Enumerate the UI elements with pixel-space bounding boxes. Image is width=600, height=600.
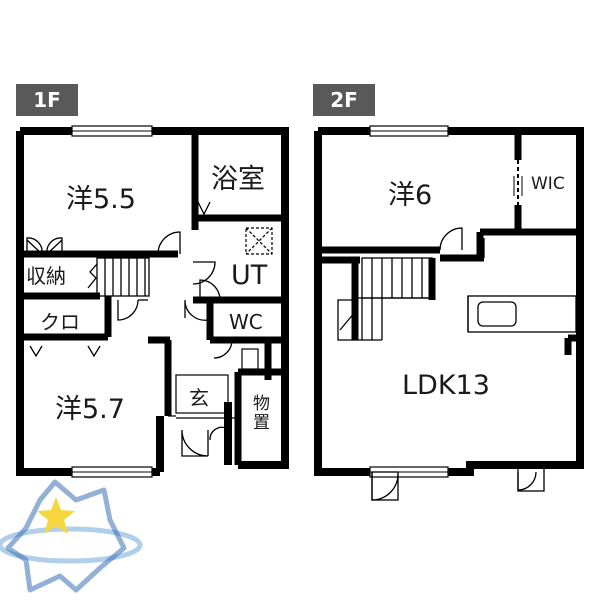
logo-emblem	[0, 479, 143, 593]
1f-fixtures	[168, 227, 273, 419]
room-label-storage: 収納	[26, 264, 66, 288]
room-label-western-6: 洋6	[388, 180, 433, 211]
2f-interior-walls	[318, 131, 580, 355]
kitchen-counter	[467, 295, 577, 333]
room-label-ldk: LDK13	[402, 370, 490, 401]
room-label-closet: クロ	[40, 310, 80, 334]
floor-tag-1f: 1F	[16, 84, 78, 116]
1f-doors	[26, 201, 233, 457]
2f-doors	[371, 160, 545, 501]
2f-outer-walls	[314, 127, 584, 476]
2f-stairs	[337, 257, 433, 341]
room-label-western-5-5: 洋5.5	[66, 184, 136, 215]
room-label-bath: 浴室	[211, 164, 265, 195]
room-label-storeroom: 物置	[249, 394, 269, 432]
1f-stairs	[87, 257, 150, 297]
room-label-western-5-7: 洋5.7	[55, 394, 125, 425]
logo-star-icon	[37, 497, 75, 534]
room-label-toilet: WC	[229, 310, 263, 334]
room-label-utility: UT	[231, 260, 268, 291]
room-label-wic: WIC	[531, 174, 565, 194]
floor-tag-2f: 2F	[313, 84, 375, 116]
room-label-entrance: 玄	[189, 386, 209, 410]
